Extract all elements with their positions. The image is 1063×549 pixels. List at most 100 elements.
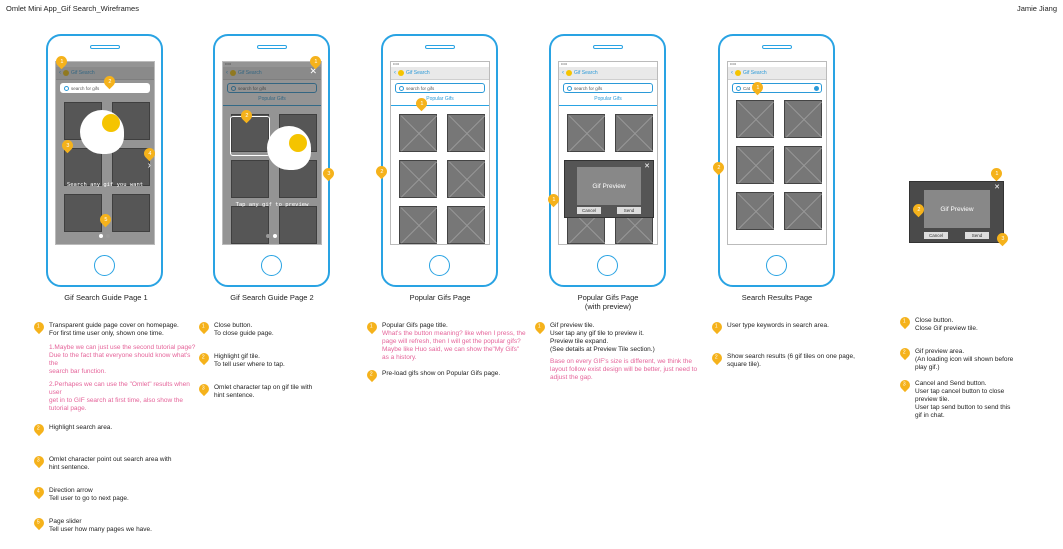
note-pin: 5 (31, 515, 47, 531)
send-button[interactable]: Send (617, 207, 641, 214)
note-1: Close button.To close guide page. (214, 322, 274, 337)
gif-tile[interactable] (736, 100, 774, 138)
back-icon[interactable]: ‹ (394, 70, 396, 76)
note-pin: 3 (196, 381, 212, 397)
gif-tile[interactable] (736, 146, 774, 184)
note-1: Popular Gifs page title. What's the butt… (382, 322, 526, 361)
home-button (597, 255, 618, 276)
screen-search-results: ••••• ‹ Gif Search Cat (727, 61, 827, 245)
pin-3: 3 (320, 165, 337, 182)
search-icon (64, 85, 69, 91)
send-button[interactable]: Send (965, 232, 989, 239)
home-button (94, 255, 115, 276)
gif-preview-tile: ✕ Gif Preview Cancel Send (564, 160, 654, 218)
preview-area: Gif Preview (924, 190, 990, 228)
nav-title: Gif Search (743, 70, 767, 76)
caption: Search Results Page (741, 293, 813, 302)
home-button (429, 255, 450, 276)
note-pin: 1 (709, 319, 725, 335)
nav-bar: ‹ Gif Search (559, 67, 657, 80)
gif-tile[interactable] (784, 192, 822, 230)
nav-title: Gif Search (406, 70, 430, 76)
preview-area: Gif Preview (577, 167, 641, 205)
back-icon[interactable]: ‹ (562, 70, 564, 76)
note-pin: 2 (364, 367, 380, 383)
note-pin: 1 (364, 319, 380, 335)
note-2: Show search results (6 gif tiles on one … (727, 353, 855, 368)
gif-tile[interactable] (399, 160, 437, 198)
search-icon (736, 85, 741, 91)
gif-tile[interactable] (399, 206, 437, 244)
pin-2: 2 (710, 159, 727, 176)
close-icon[interactable]: ✕ (644, 163, 650, 170)
note-1: Transparent guide page cover on homepage… (49, 322, 196, 412)
omlet-icon (735, 70, 741, 76)
speaker (425, 45, 455, 49)
nav-bar: ‹ Gif Search (728, 67, 826, 80)
page-title[interactable]: Popular Gifs (559, 96, 657, 106)
note-pin: 2 (897, 345, 913, 361)
gif-grid (736, 100, 822, 230)
note-pin: 1 (897, 314, 913, 330)
note-pin: 2 (709, 350, 725, 366)
caption: Popular Gifs Page (577, 293, 639, 302)
caption: Gif Search Guide Page 1 (64, 293, 148, 302)
note-1: User type keywords in search area. (727, 322, 829, 329)
speaker (90, 45, 120, 49)
clear-icon[interactable] (814, 86, 819, 91)
nav-title: Gif Search (574, 70, 598, 76)
cancel-button[interactable]: Cancel (577, 207, 601, 214)
gif-tile[interactable] (784, 100, 822, 138)
cancel-button[interactable]: Cancel (924, 232, 948, 239)
hint-text: Tap any gif to preview (235, 202, 309, 208)
doc-title: Omlet Mini App_Gif Search_Wireframes (6, 4, 139, 13)
note-pin: 4 (31, 484, 47, 500)
close-icon[interactable]: ✕ (309, 66, 317, 76)
close-icon[interactable]: ✕ (994, 184, 1000, 191)
gif-grid (399, 114, 485, 244)
gif-tile[interactable] (784, 146, 822, 184)
search-input[interactable]: search for gifs (563, 83, 653, 93)
omlet-icon (398, 70, 404, 76)
gif-tile[interactable] (567, 114, 605, 152)
search-input[interactable]: search for gifs (395, 83, 485, 93)
gif-tile[interactable] (447, 114, 485, 152)
gif-tile[interactable] (615, 114, 653, 152)
search-input[interactable]: Cat (732, 83, 822, 93)
page-title[interactable]: Popular Gifs (391, 96, 489, 106)
home-button (261, 255, 282, 276)
preview-tile-detail: ✕ Gif Preview Cancel Send (909, 181, 1004, 243)
page-slider[interactable] (99, 234, 110, 238)
caption-sub: (with preview) (584, 302, 632, 311)
hint-text: Search any gif you want (66, 182, 144, 188)
gif-tile[interactable] (736, 192, 774, 230)
note-2: Gif preview area.(An loading icon will s… (915, 348, 1014, 371)
speaker (762, 45, 792, 49)
screen-popular-preview: ••••• ‹Gif Search search for gifs Popula… (558, 61, 658, 245)
note-3: Cancel and Send button.User tap cancel b… (915, 380, 1011, 419)
gif-tile[interactable] (447, 160, 485, 198)
note-pin: 2 (196, 350, 212, 366)
note-2: Pre-load gifs show on Popular Gifs page. (382, 370, 501, 377)
highlight-tile[interactable] (230, 116, 270, 156)
speaker (257, 45, 287, 49)
omlet-face (289, 134, 307, 152)
gif-tile[interactable] (447, 206, 485, 244)
note-pin: 3 (897, 377, 913, 393)
note-2: Highlight search area. (49, 424, 113, 431)
phone-popular-preview: ••••• ‹Gif Search search for gifs Popula… (545, 34, 666, 287)
search-icon (567, 85, 572, 91)
phone-search-results: ••••• ‹Gif Search Cat 1 2 (710, 34, 835, 287)
doc-author: Jamie Jiang (1016, 4, 1057, 13)
note-pin: 1 (532, 319, 548, 335)
arrow-right-icon[interactable]: › (147, 160, 151, 171)
search-icon (399, 85, 404, 91)
status-bar: ••••• (393, 62, 400, 66)
status-bar: ••••• (730, 62, 737, 66)
screen-guide-2: ••••• ‹Gif Search search for gifs Popula… (222, 61, 322, 245)
page-slider[interactable] (266, 234, 277, 238)
back-icon[interactable]: ‹ (731, 70, 733, 76)
gif-tile[interactable] (399, 114, 437, 152)
